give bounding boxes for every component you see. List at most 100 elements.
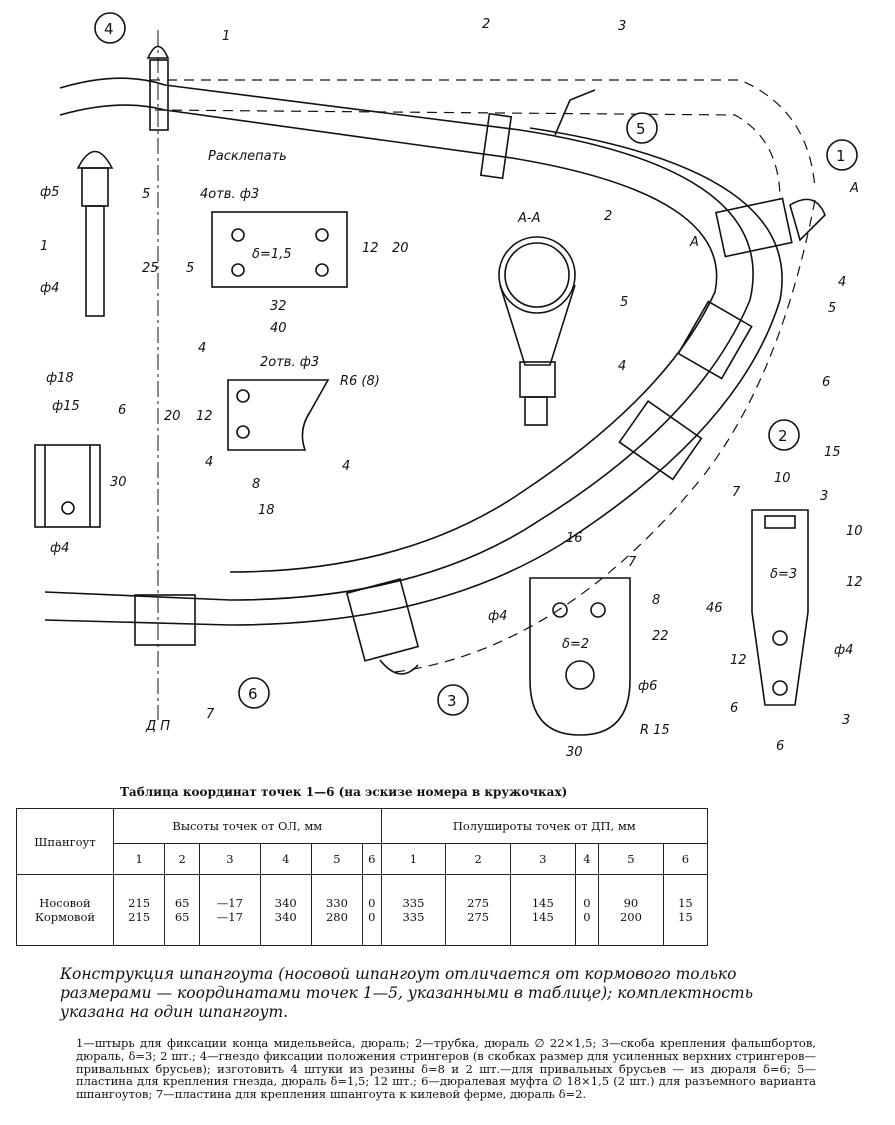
label-n4-8: 8: [252, 477, 260, 492]
col-number: 6: [662, 843, 709, 875]
label-p7-r15: R 15: [640, 723, 670, 738]
label-p7-d4: ф4: [488, 609, 507, 624]
label-n4: 4: [198, 341, 206, 356]
figure-caption: Конструкция шпангоута (носовой шпангоут …: [60, 965, 754, 1021]
label-n6-right: 6: [822, 375, 830, 390]
tube-outer: [44, 77, 754, 601]
label-p7-8: 8: [652, 593, 660, 608]
label-pl5-delta: δ=1,5: [252, 247, 292, 262]
figure-notes: 1—штырь для фиксации конца мидельвейса, …: [76, 1036, 816, 1102]
label-m6-6: 6: [118, 403, 126, 418]
label-pin-25: 25: [142, 261, 159, 276]
label-s3-12b: 12: [730, 653, 747, 668]
table-title: Таблица координат точек 1—6 (на эскизе н…: [120, 785, 568, 799]
label-pin-1: 1: [40, 239, 48, 254]
label-pl5-holes: 4отв. ф3: [200, 187, 259, 202]
coordinates-table: Шпангоут Высоты точек от ОЛ, мм Полуширo…: [16, 808, 709, 946]
cell: 335: [402, 896, 425, 910]
label-a-right: А: [849, 181, 859, 196]
cell: 200: [619, 910, 642, 924]
cell: 335: [402, 910, 425, 924]
callout-3: 3: [447, 692, 457, 710]
label-section-aa: А-А: [517, 211, 540, 226]
col-number: 2: [445, 843, 511, 875]
label-n4-4a: 4: [205, 455, 213, 470]
label-pin-d4: ф4: [40, 281, 59, 296]
col-number: 6: [362, 843, 382, 875]
label-m6-d15: ф15: [52, 399, 80, 414]
label-s3-3: 3: [820, 489, 828, 504]
label-rasklepat: Расклепать: [208, 149, 287, 164]
cell: 275: [467, 896, 490, 910]
group-halfwidths: Полуширoты точек от ДП, мм: [380, 808, 709, 844]
cell: 215: [128, 910, 151, 924]
label-pl5-40: 40: [270, 321, 287, 336]
label-dp: Д П: [145, 719, 170, 734]
label-sec-5: 5: [620, 295, 628, 310]
label-s3-delta: δ=3: [770, 567, 797, 582]
cell: —17: [216, 896, 243, 910]
label-m6-d18: ф18: [46, 371, 74, 386]
col-number: 1: [112, 843, 166, 875]
cell: 0: [368, 910, 376, 924]
label-sec-2: 2: [604, 209, 612, 224]
cell: 340: [274, 910, 297, 924]
label-p7-22: 22: [652, 629, 669, 644]
cell: 330: [325, 896, 348, 910]
cell: 0: [583, 910, 591, 924]
label-n7: 7: [206, 707, 215, 722]
label-p7-7: 7: [628, 555, 637, 570]
label-n4-20: 20: [164, 409, 181, 424]
callout-1: 1: [836, 147, 846, 165]
cell: 15: [678, 896, 693, 910]
col-number: 5: [310, 843, 364, 875]
cell: 0: [583, 896, 591, 910]
label-pl5-12: 12: [362, 241, 379, 256]
col-number: 4: [259, 843, 312, 875]
label-m6-30: 30: [110, 475, 127, 490]
row-name: Носовой: [39, 896, 91, 910]
label-p7-d6: ф6: [638, 679, 657, 694]
cell: 340: [274, 896, 297, 910]
label-n4-holes: 2отв. ф3: [260, 355, 319, 370]
cell: 65: [174, 910, 190, 924]
cell: 65: [174, 896, 190, 910]
frame-drawing: 4 5 1 2 3 6 1 2 3 4 5 6 Расклепать А А А…: [34, 12, 863, 760]
label-n4-18: 18: [258, 503, 275, 518]
label-s3-15: 15: [824, 445, 841, 460]
label-n4-4b: 4: [342, 459, 350, 474]
col-number: 5: [598, 843, 664, 875]
label-p7-delta: δ=2: [562, 637, 589, 652]
cell: 275: [467, 910, 490, 924]
cell: 0: [368, 896, 376, 910]
row-name: Кормовой: [34, 910, 96, 924]
label-pl5-20: 20: [392, 241, 409, 256]
cell: 215: [128, 896, 151, 910]
label-a-left: А: [689, 235, 699, 250]
label-n4-12: 12: [196, 409, 213, 424]
label-pl5-32: 32: [270, 299, 287, 314]
callout-6: 6: [248, 685, 258, 703]
label-n5-right: 5: [828, 301, 836, 316]
label-sec-4: 4: [618, 359, 626, 374]
col-number: 4: [574, 843, 600, 875]
callout-2: 2: [778, 427, 788, 445]
group-heights: Высоты точек от ОЛ, мм: [113, 808, 382, 844]
label-s3-6: 6: [730, 701, 738, 716]
label-s3-7: 7: [732, 485, 741, 500]
label-n2-top: 2: [482, 17, 490, 32]
col-number: 3: [199, 843, 261, 875]
label-n4-right: 4: [838, 275, 846, 290]
label-s3-46: 46: [706, 601, 723, 616]
label-n4-r: R6 (8): [340, 374, 380, 389]
col-number: 1: [380, 843, 447, 875]
col-number: 3: [509, 843, 576, 875]
label-n1-top: 1: [222, 29, 230, 44]
callout-5: 5: [636, 120, 646, 138]
label-s3-10: 10: [774, 471, 791, 486]
cell: 145: [531, 896, 554, 910]
label-pl5-5: 5: [186, 261, 194, 276]
label-pin-5: 5: [142, 187, 150, 202]
cell: 15: [678, 910, 693, 924]
